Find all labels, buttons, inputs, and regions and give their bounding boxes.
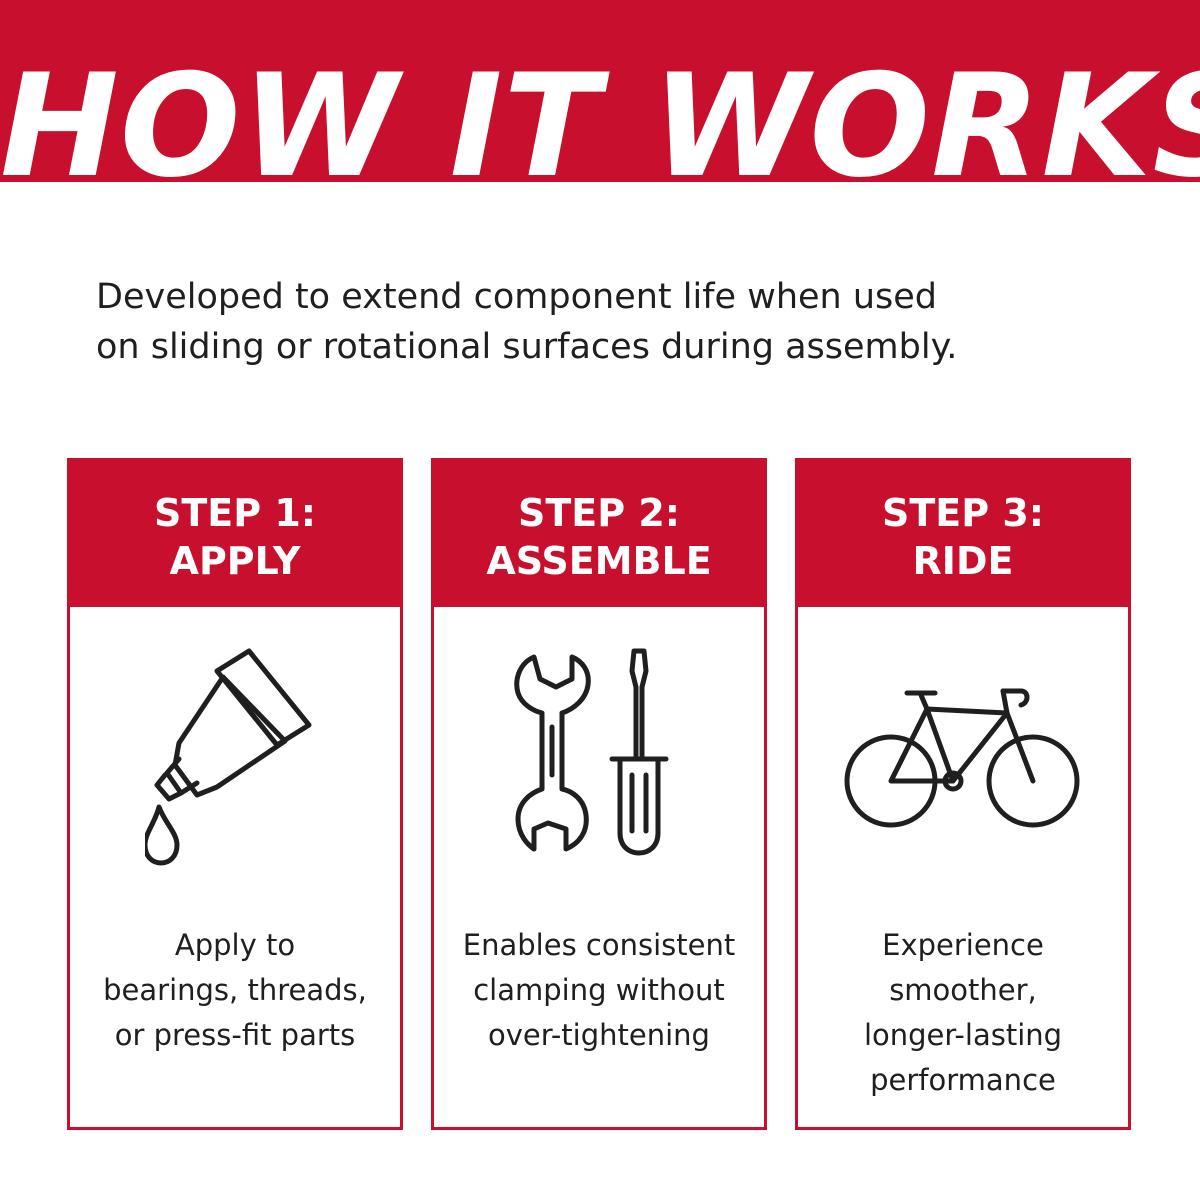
header-band bbox=[0, 0, 1200, 182]
step-description-line: Experience bbox=[882, 928, 1044, 962]
step-description-line: or press-fit parts bbox=[114, 1018, 356, 1052]
step-number: STEP 3: bbox=[882, 491, 1044, 535]
step-title: APPLY bbox=[169, 539, 301, 583]
step-description-line: longer-lasting bbox=[863, 1018, 1063, 1052]
step-heading: STEP 1: APPLY bbox=[70, 461, 400, 607]
page-title: HOW IT WORKS bbox=[0, 44, 1200, 201]
intro-text: Developed to extend component life when … bbox=[96, 272, 1106, 372]
step-heading: STEP 2: ASSEMBLE bbox=[434, 461, 764, 607]
step-description-line: clamping without bbox=[473, 973, 725, 1007]
grease-tube-icon bbox=[70, 647, 400, 877]
step-description-line: over-tightening bbox=[488, 1018, 710, 1052]
step-card-ride: STEP 3: RIDE Experi bbox=[795, 458, 1131, 1130]
step-description-line: Apply to bbox=[174, 928, 296, 962]
step-description: Apply to bearings, threads, or press-fit… bbox=[70, 923, 400, 1058]
step-number: STEP 1: bbox=[154, 491, 316, 535]
step-description-line: smoother, bbox=[889, 973, 1037, 1007]
wrench-screwdriver-icon bbox=[434, 647, 764, 877]
step-description-line: bearings, threads, bbox=[103, 973, 367, 1007]
step-description-line: performance bbox=[870, 1063, 1056, 1097]
step-description: Experience smoother, longer-lasting perf… bbox=[798, 923, 1128, 1103]
intro-line: on sliding or rotational surfaces during… bbox=[96, 327, 958, 367]
step-card-apply: STEP 1: APPLY Apply to bearings, threads… bbox=[67, 458, 403, 1130]
headline-clip: HOW IT WORKS bbox=[0, 0, 1200, 201]
step-description: Enables consistent clamping without over… bbox=[434, 923, 764, 1058]
bicycle-icon bbox=[798, 647, 1128, 877]
step-description-line: Enables consistent bbox=[462, 928, 736, 962]
step-title: ASSEMBLE bbox=[486, 539, 712, 583]
step-card-assemble: STEP 2: ASSEMBLE Enables consistent clam… bbox=[431, 458, 767, 1130]
step-number: STEP 2: bbox=[518, 491, 680, 535]
intro-line: Developed to extend component life when … bbox=[96, 277, 938, 317]
step-title: RIDE bbox=[912, 539, 1014, 583]
step-heading: STEP 3: RIDE bbox=[798, 461, 1128, 607]
